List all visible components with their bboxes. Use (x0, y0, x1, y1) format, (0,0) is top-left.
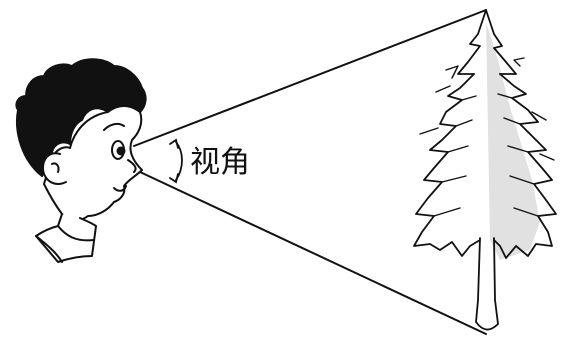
tree-right-branches (493, 73, 557, 259)
boy-mouth (113, 185, 127, 192)
boy-hair (15, 58, 147, 177)
boy-ear (42, 152, 67, 185)
pine-tree-icon (413, 9, 557, 331)
tree-shading (486, 22, 540, 260)
boy-face (43, 105, 143, 222)
tree-trunk (475, 237, 499, 331)
sight-lines (133, 9, 487, 335)
boy-head-icon (15, 58, 147, 263)
tree-branch-details (419, 57, 555, 217)
boy-collar (35, 225, 95, 263)
angle-arrow-icon (169, 138, 183, 184)
visual-angle-label: 视角 (190, 145, 250, 180)
tree-tip (457, 9, 487, 75)
boy-eyebrow (103, 122, 125, 131)
tree-left-branches (413, 73, 481, 257)
boy-neck (35, 213, 97, 263)
upper-sight-line (133, 9, 487, 147)
lower-sight-line (139, 171, 487, 335)
